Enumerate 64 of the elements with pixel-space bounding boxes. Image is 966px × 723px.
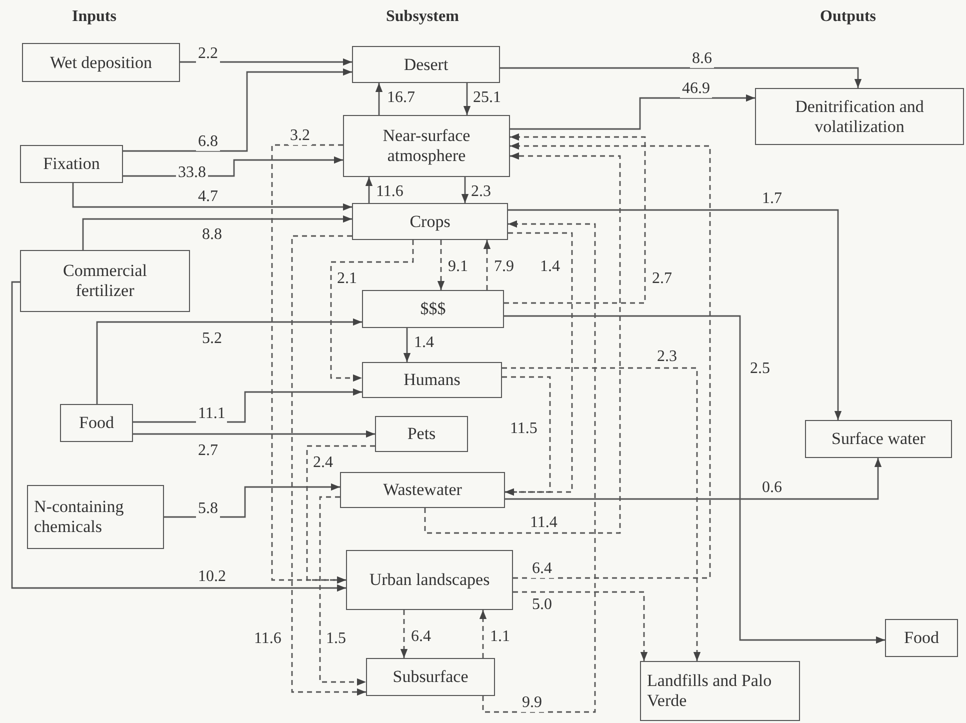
arrow — [483, 240, 491, 290]
column-heading: Outputs — [820, 8, 876, 26]
arrow — [508, 209, 842, 420]
arrow — [400, 610, 408, 658]
arrow — [164, 483, 340, 518]
arrow — [403, 328, 411, 362]
edge-label: 5.8 — [196, 500, 220, 518]
process-box: Commercial fertilizer — [20, 250, 190, 312]
arrow — [463, 83, 471, 115]
arrow — [504, 133, 646, 304]
process-box: Near-surface atmosphere — [343, 115, 510, 177]
process-box: Desert — [352, 46, 500, 83]
arrow — [82, 215, 352, 250]
process-box: Wet deposition — [22, 43, 180, 82]
arrow — [437, 240, 445, 290]
arrow — [133, 388, 362, 423]
process-box: Wastewater — [340, 472, 505, 508]
arrow — [502, 376, 551, 496]
process-box: Food — [885, 619, 958, 657]
arrow — [505, 458, 882, 500]
arrow — [96, 318, 362, 404]
arrow — [306, 445, 375, 584]
process-box: Food — [60, 404, 133, 442]
arrow — [482, 220, 596, 713]
arrow — [365, 177, 373, 203]
arrow — [375, 83, 383, 115]
arrow — [461, 177, 469, 203]
arrow — [504, 315, 885, 644]
edge-label: 8.6 — [690, 50, 714, 68]
column-heading: Subsystem — [386, 8, 459, 26]
process-box: Landfills and Palo Verde — [640, 661, 800, 721]
arrow — [502, 367, 701, 661]
process-box: Pets — [375, 416, 468, 452]
arrow — [479, 610, 487, 658]
arrow — [319, 496, 366, 686]
arrow — [330, 240, 414, 382]
edge-label: 3.2 — [288, 127, 312, 145]
edge-label: 6.4 — [530, 560, 554, 578]
process-box: Urban landscapes — [346, 550, 513, 610]
arrow — [291, 235, 366, 696]
process-box: Crops — [352, 203, 508, 240]
process-box: Fixation — [20, 145, 123, 183]
edge-label: 9.9 — [520, 694, 544, 712]
process-box: N-containing chemicals — [27, 485, 164, 549]
column-heading: Inputs — [72, 8, 116, 26]
arrow — [11, 281, 346, 592]
arrow — [424, 152, 621, 534]
edge-label: 2.2 — [196, 45, 220, 63]
process-box: Surface water — [805, 420, 952, 458]
arrow — [510, 142, 711, 579]
arrow — [510, 94, 755, 130]
arrow — [72, 183, 352, 211]
process-box: Subsurface — [366, 658, 495, 696]
edge-label: 46.9 — [680, 80, 712, 98]
arrow — [123, 68, 352, 152]
process-box: Denitrification and volatilization — [755, 88, 964, 145]
edge-label: 11.1 — [196, 405, 228, 423]
edge-label: 6.8 — [196, 133, 220, 151]
process-box: Humans — [362, 362, 502, 398]
arrow — [133, 430, 375, 438]
arrow — [513, 591, 648, 661]
arrow — [180, 58, 352, 66]
arrow — [500, 67, 862, 88]
process-box: $$$ — [362, 290, 504, 328]
